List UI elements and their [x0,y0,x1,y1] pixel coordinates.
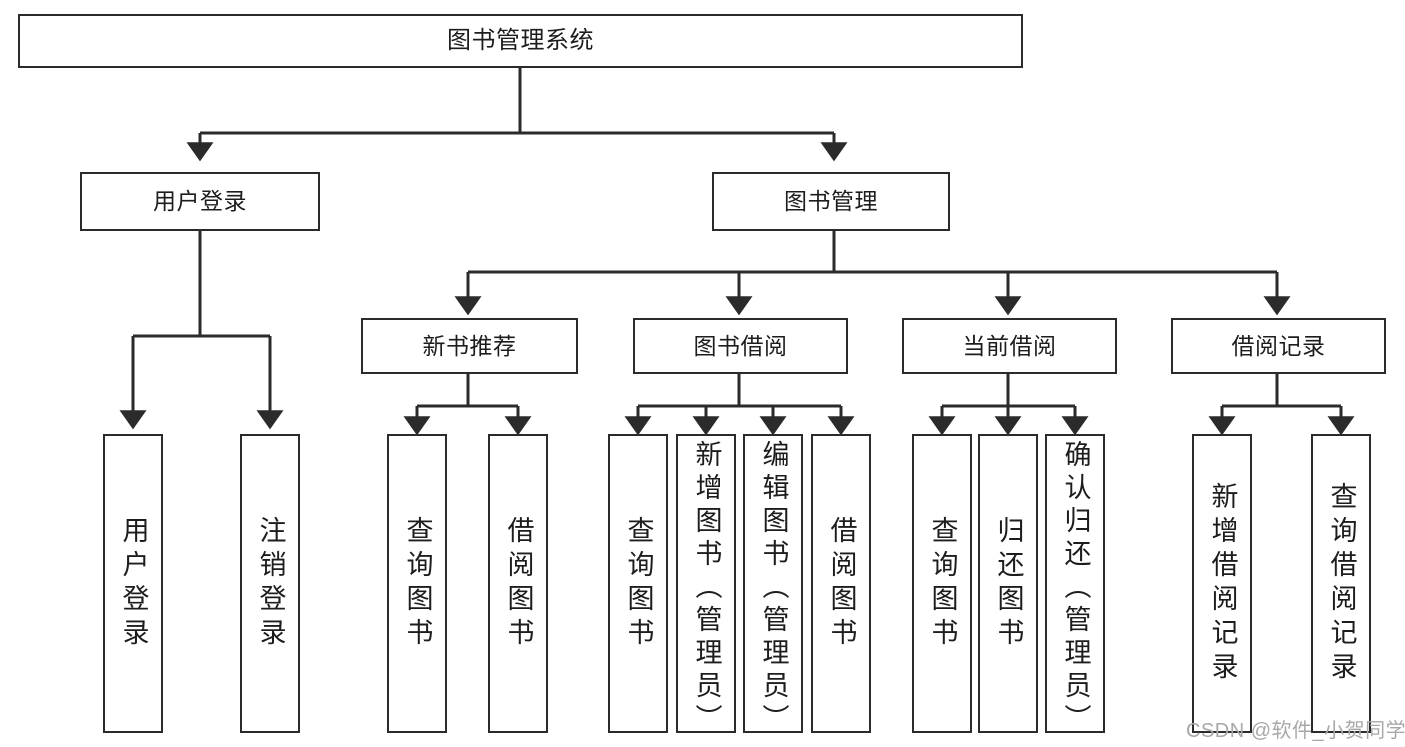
node-label: 确认归还（管理员） [1060,440,1091,737]
node-label: 图书管理 [784,188,878,215]
node-label: 归还图书 [993,515,1024,652]
node-label: 查询借阅记录 [1326,481,1357,686]
leaf-record-add-record[interactable]: 新增借阅记录 [1192,434,1252,733]
leaf-current-return-book[interactable]: 归还图书 [978,434,1038,733]
node-label: 查询图书 [623,515,654,652]
leaf-record-query-record[interactable]: 查询借阅记录 [1311,434,1371,733]
node-label: 借阅图书 [503,515,534,652]
node-label: 图书管理系统 [447,27,594,55]
node-label: 新增图书（管理员） [691,440,722,737]
watermark: CSDN @软件_小贺同学 [1186,720,1405,742]
leaf-borrow-add-book-admin[interactable]: 新增图书（管理员） [676,434,736,737]
node-book-borrow[interactable]: 图书借阅 [633,318,848,374]
leaf-recommend-query-book[interactable]: 查询图书 [387,434,447,733]
node-label: 用户登录 [118,515,149,652]
node-label: 用户登录 [153,188,247,215]
node-new-book-recommend[interactable]: 新书推荐 [361,318,578,374]
leaf-user-login-signin[interactable]: 用户登录 [103,434,163,733]
node-label: 当前借阅 [962,332,1057,359]
node-label: 新增借阅记录 [1207,481,1238,686]
leaf-borrow-edit-book-admin[interactable]: 编辑图书（管理员） [743,434,803,737]
leaf-user-login-signout[interactable]: 注销登录 [240,434,300,733]
node-label: 图书借阅 [693,332,788,359]
node-borrow-record[interactable]: 借阅记录 [1171,318,1386,374]
leaf-current-query-book[interactable]: 查询图书 [912,434,972,733]
node-label: 查询图书 [402,515,433,652]
node-current-borrow[interactable]: 当前借阅 [902,318,1117,374]
node-root-system[interactable]: 图书管理系统 [18,14,1023,68]
node-user-login[interactable]: 用户登录 [80,172,320,231]
node-label: 查询图书 [927,515,958,652]
node-book-manage[interactable]: 图书管理 [712,172,950,231]
leaf-borrow-borrow-book[interactable]: 借阅图书 [811,434,871,733]
node-label: 借阅图书 [826,515,857,652]
node-label: 注销登录 [255,515,286,652]
leaf-borrow-query-book[interactable]: 查询图书 [608,434,668,733]
leaf-recommend-borrow-book[interactable]: 借阅图书 [488,434,548,733]
node-label: 借阅记录 [1231,332,1326,359]
leaf-current-confirm-return-admin[interactable]: 确认归还（管理员） [1045,434,1105,737]
node-label: 新书推荐 [422,332,517,359]
node-label: 编辑图书（管理员） [758,440,789,737]
